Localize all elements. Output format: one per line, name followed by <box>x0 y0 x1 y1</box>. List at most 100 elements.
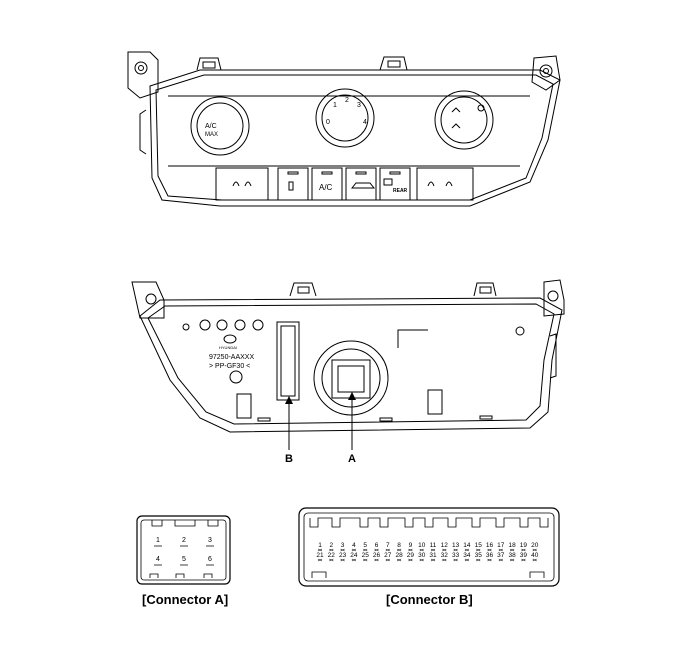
pin-label: 40 <box>531 552 539 559</box>
defrost-icon <box>477 104 485 112</box>
control-panel-front <box>127 51 561 207</box>
pin-mark <box>498 548 503 552</box>
pin-mark <box>317 558 323 562</box>
pin-label: 37 <box>497 552 505 559</box>
pin-mark <box>340 558 345 562</box>
pin-label: 12 <box>441 542 449 549</box>
pin-label: 26 <box>373 552 381 559</box>
callout-a: A <box>348 392 356 465</box>
pin-label: 14 <box>463 542 471 549</box>
pin-label: 28 <box>395 552 403 559</box>
pin-label: 5 <box>182 556 186 563</box>
callout-b-letter: B <box>285 453 293 465</box>
pin-label: 6 <box>375 542 379 549</box>
pin-mark <box>419 548 424 552</box>
pin-label: 36 <box>486 552 494 559</box>
pin-label: 19 <box>520 542 528 549</box>
pin-label: 34 <box>463 552 471 559</box>
pin-mark <box>396 558 402 562</box>
pin-mark <box>385 548 390 552</box>
pin-mark <box>340 548 345 552</box>
pin-mark <box>363 548 368 552</box>
pin-mark <box>385 558 390 562</box>
pin-mark <box>521 558 526 562</box>
pin-label: 35 <box>475 552 483 559</box>
pin-mark <box>521 548 526 552</box>
connector-a-pin-marks <box>154 545 214 566</box>
pin-mark <box>487 548 492 552</box>
mode-feet-icon <box>451 123 461 129</box>
pin-mark <box>329 558 334 562</box>
pin-label: 29 <box>407 552 415 559</box>
pin-label: 5 <box>363 542 367 549</box>
pin-mark <box>396 548 402 552</box>
mode-knob-icons <box>451 104 485 129</box>
pin-label: 24 <box>350 552 358 559</box>
pin-mark <box>498 558 503 562</box>
callout-b-arrowhead <box>285 396 293 404</box>
fan-mark-2: 2 <box>345 97 349 104</box>
pin-label: 10 <box>418 542 426 549</box>
pin-label: 15 <box>475 542 483 549</box>
pin-label: 25 <box>362 552 370 559</box>
pin-mark <box>476 548 481 552</box>
pin-label: 4 <box>156 556 160 563</box>
connector-a: 1 2 3 4 5 6 <box>136 515 231 585</box>
pin-mark <box>532 548 537 552</box>
pin-label: 4 <box>352 542 356 549</box>
pin-label: 9 <box>409 542 413 549</box>
fan-mark-4: 4 <box>363 119 367 126</box>
pin-label: 22 <box>328 552 336 559</box>
pin-label: 23 <box>339 552 347 559</box>
mode-face-icon <box>451 107 461 113</box>
pin-label: 2 <box>329 542 333 549</box>
pin-mark <box>487 558 492 562</box>
pin-mark <box>453 548 458 552</box>
fan-mark-3: 3 <box>357 102 361 109</box>
fan-mark-1: 1 <box>333 102 337 109</box>
knob-left-label-top: A/C <box>205 123 217 130</box>
pin-label: 16 <box>486 542 494 549</box>
pin-mark <box>430 558 436 562</box>
pin-mark <box>408 548 413 552</box>
part-number: 97250-AAXXX <box>209 354 254 361</box>
pin-mark <box>509 558 515 562</box>
brand-label: HYUNDAI <box>219 345 237 350</box>
pin-label: 20 <box>531 542 539 549</box>
pin-mark <box>442 548 447 552</box>
control-panel-back <box>131 279 565 433</box>
callout-a-arrowhead <box>348 392 356 400</box>
pin-label: 1 <box>156 537 160 544</box>
pin-mark <box>464 558 470 562</box>
pin-label: 7 <box>386 542 390 549</box>
pin-mark <box>464 548 470 552</box>
connector-b-caption: [Connector B] <box>386 592 473 607</box>
pin-mark <box>509 548 515 552</box>
pin-label: 1 <box>318 542 322 549</box>
knob-left-label: A/C MAX <box>205 123 218 138</box>
pin-mark <box>453 558 458 562</box>
pin-mark <box>532 558 537 562</box>
brand-logo-icon <box>223 334 237 344</box>
pin-mark <box>476 558 481 562</box>
callout-b: B <box>285 396 293 465</box>
pin-label: 11 <box>430 542 437 549</box>
pin-label: 32 <box>441 552 449 559</box>
pin-mark <box>329 548 334 552</box>
pin-label: 8 <box>397 542 401 549</box>
pin-label: 39 <box>520 552 528 559</box>
connector-a-caption: [Connector A] <box>142 592 229 607</box>
connector-a-pins: 1 2 3 4 5 6 <box>156 537 212 563</box>
pin-mark <box>430 548 436 552</box>
pin-label: 21 <box>316 552 324 559</box>
pin-mark <box>374 558 379 562</box>
pin-label: 6 <box>208 556 212 563</box>
pin-label: 38 <box>508 552 516 559</box>
pin-label: 2 <box>182 537 186 544</box>
pin-label: 18 <box>508 542 516 549</box>
pin-mark <box>351 548 357 552</box>
pin-label: 3 <box>341 542 345 549</box>
material-code: > PP-GF30 < <box>209 363 250 370</box>
